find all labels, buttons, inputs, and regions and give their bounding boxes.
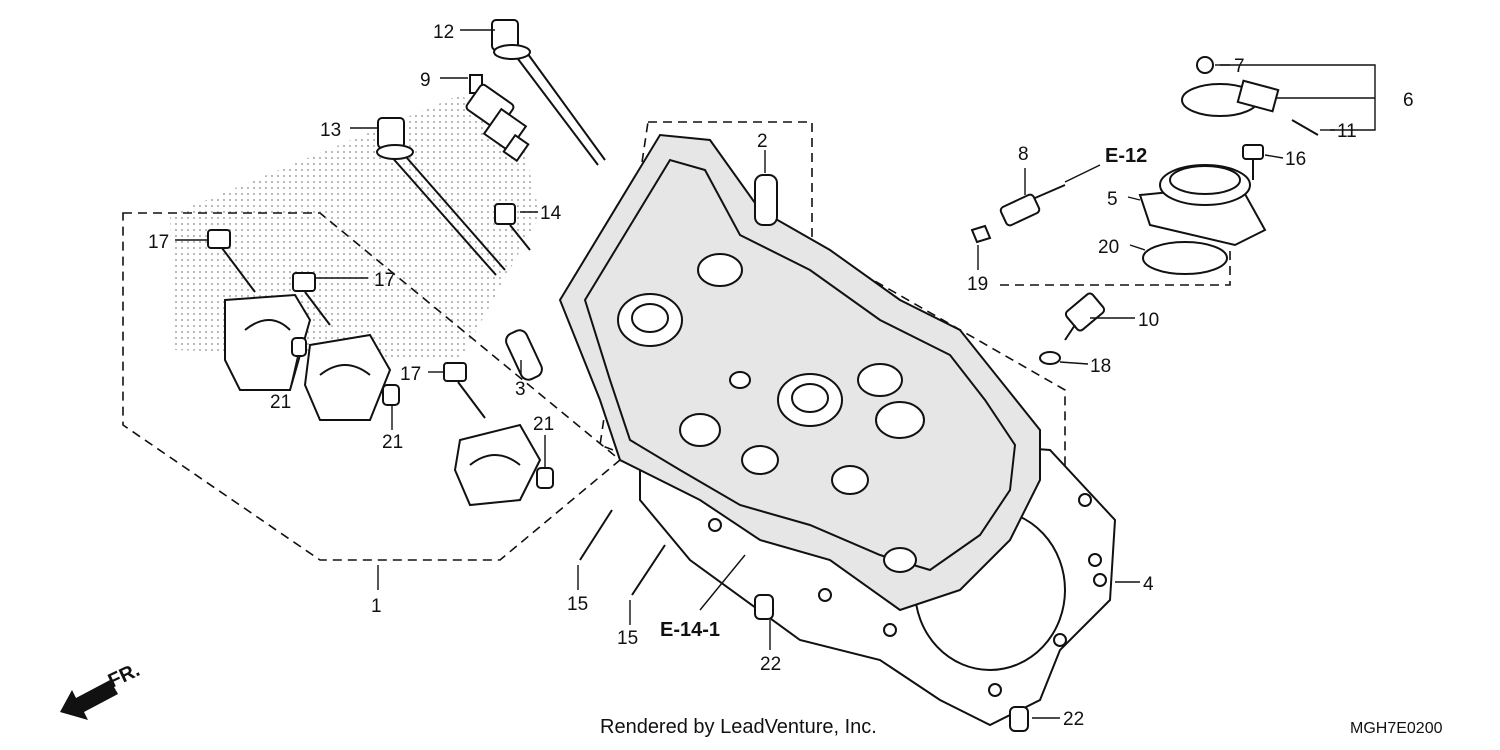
- callout-21-c: 21: [533, 414, 554, 435]
- arrow-down-left-icon: [60, 680, 118, 720]
- dowel-pin-3: [505, 329, 543, 381]
- callout-11: 11: [1337, 121, 1357, 142]
- callout-19: 19: [967, 274, 988, 295]
- callout-1: 1: [371, 596, 382, 617]
- studs-15: [579, 509, 666, 596]
- reference-e12[interactable]: E-12: [1105, 145, 1147, 167]
- callout-4: 4: [1143, 574, 1154, 595]
- callout-18: 18: [1090, 356, 1111, 377]
- camshaft-journals: [617, 253, 925, 573]
- callout-5: 5: [1107, 189, 1118, 210]
- callout-15-b: 15: [617, 628, 638, 649]
- callout-8: 8: [1018, 144, 1029, 165]
- cylinder-head: [558, 133, 1041, 612]
- callout-22-b: 22: [1063, 709, 1084, 730]
- washer-18: [1039, 351, 1061, 365]
- o-ring-20: [1142, 241, 1228, 275]
- reference-e14-1[interactable]: E-14-1: [660, 619, 720, 641]
- dowels-21: [291, 337, 554, 489]
- callout-21-a: 21: [270, 392, 291, 413]
- dowel-22-upper: [754, 594, 774, 620]
- dowel-pin-2: [754, 174, 778, 226]
- callout-17-b: 17: [374, 270, 395, 291]
- footer-credit: Rendered by LeadVenture, Inc.: [600, 716, 877, 738]
- callout-2: 2: [757, 131, 768, 152]
- band-6: [1181, 79, 1280, 117]
- dowel-22-lower: [1009, 706, 1029, 732]
- camshaft-holder-lower: [453, 423, 542, 507]
- valve-cover-rail: [583, 158, 1017, 572]
- bolts-17: [207, 229, 486, 419]
- camshaft-holder-group-outline: [122, 212, 622, 561]
- leader-lines: [175, 29, 1335, 719]
- screw-11: [1291, 119, 1319, 136]
- insulator-5: [1138, 164, 1267, 247]
- nut-7: [1196, 56, 1214, 74]
- callout-9: 9: [420, 70, 431, 91]
- callout-17-c: 17: [400, 364, 421, 385]
- bolt-16: [1242, 144, 1264, 180]
- camshaft-holder-middle: [303, 333, 392, 421]
- gasket-group-outline: [1000, 250, 1231, 286]
- dotted-shading: [170, 95, 540, 360]
- callout-15-a: 15: [567, 594, 588, 615]
- callout-10: 10: [1138, 310, 1159, 331]
- gasket-holes: [708, 493, 1107, 697]
- callout-13: 13: [320, 120, 341, 141]
- callout-17-a: 17: [148, 232, 169, 253]
- callout-12: 12: [433, 22, 454, 43]
- nut-19: [970, 224, 992, 244]
- sensor-8: [999, 184, 1066, 227]
- callout-6: 6: [1403, 90, 1414, 111]
- diagram-code: MGH7E0200: [1350, 720, 1443, 737]
- callout-16: 16: [1285, 149, 1306, 170]
- callout-7: 7: [1234, 56, 1245, 77]
- callout-22-a: 22: [760, 654, 781, 675]
- bolt-14: [494, 203, 531, 251]
- callout-3: 3: [515, 379, 526, 400]
- long-bolt-12: [491, 19, 606, 166]
- callout-20: 20: [1098, 237, 1119, 258]
- long-bolt-13: [376, 117, 506, 276]
- bracket-group-outline: [1220, 64, 1376, 131]
- spark-plug: [465, 74, 530, 163]
- callout-14: 14: [540, 203, 562, 224]
- callout-21-b: 21: [382, 432, 403, 453]
- temperature-sensor-10: [1064, 292, 1106, 341]
